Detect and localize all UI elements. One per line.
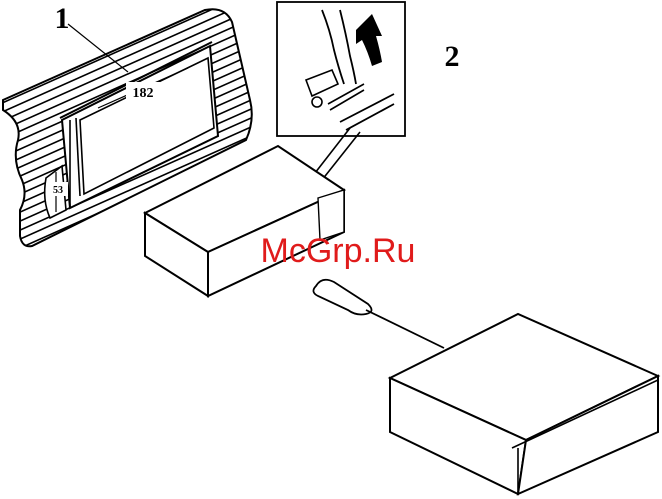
height-dimension-label: 53 — [53, 185, 63, 196]
removal-key-tool — [313, 280, 444, 348]
step1-label: 1 — [55, 2, 70, 35]
panel-rib-line — [0, 0, 260, 5]
watermark-text: McGrp.Ru — [261, 232, 416, 270]
detail-inset — [277, 2, 405, 136]
width-dimension-label: 182 — [133, 86, 154, 101]
step2-label: 2 — [445, 40, 460, 73]
